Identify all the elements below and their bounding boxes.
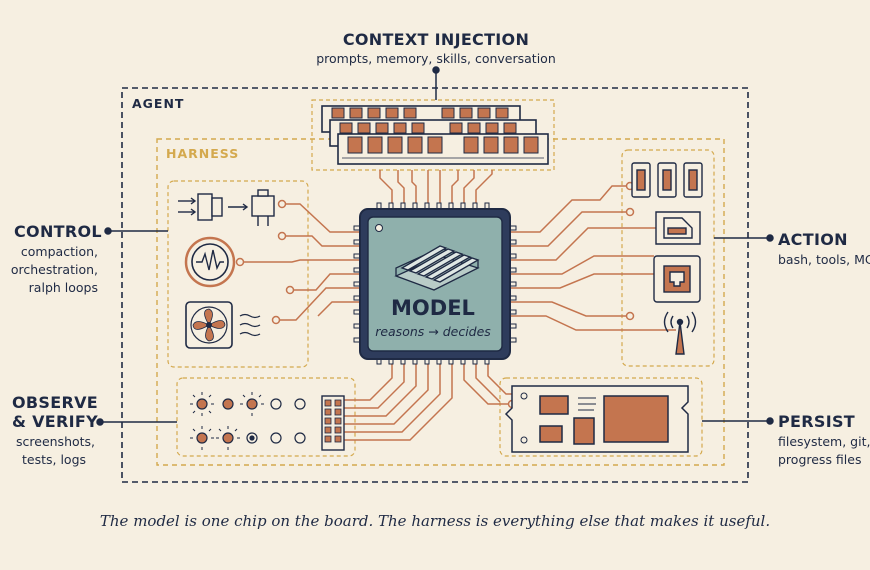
observe-line-2: tests, logs [22, 452, 87, 467]
callout-lines [96, 66, 774, 426]
fan-icon [185, 301, 261, 349]
persist-zone [499, 377, 703, 457]
pin-header-icon [321, 395, 345, 451]
heatsink-icon [394, 245, 480, 291]
ethernet-port-icon [653, 255, 701, 303]
context-injection-title: CONTEXT INJECTION [342, 30, 530, 49]
memory-zone [311, 99, 555, 171]
control-line-2: orchestration, [10, 262, 98, 277]
persist-title: PERSIST [778, 412, 855, 431]
antenna-icon [663, 311, 697, 355]
caption: The model is one chip on the board. The … [99, 512, 771, 530]
copper-traces [240, 170, 676, 441]
persist-line-1: filesystem, git, [778, 434, 870, 449]
observe-zone [176, 377, 356, 457]
ssd-drive-icon [504, 385, 689, 453]
action-zone [621, 149, 715, 367]
action-title: ACTION [778, 230, 848, 249]
relay-icon [178, 189, 275, 226]
observe-title-line-2: & VERIFY [12, 412, 99, 431]
led-indicators [190, 392, 306, 450]
observe-title-line-1: OBSERVE [12, 393, 98, 412]
action-subtitle: bash, tools, MCP [778, 252, 870, 267]
model-title: MODEL [391, 296, 475, 320]
persist-line-2: progress files [778, 452, 862, 467]
control-zone [167, 180, 309, 368]
context-injection-subtitle: prompts, memory, skills, conversation [316, 51, 556, 66]
waveform-gauge-icon [184, 236, 236, 288]
control-title: CONTROL [14, 222, 102, 241]
model-subtitle: reasons → decides [375, 324, 491, 339]
memory-stick-icon [321, 105, 549, 165]
harness-label: HARNESS [166, 146, 240, 161]
agent-frame [121, 87, 749, 483]
usb-port-icons [631, 162, 703, 198]
observe-line-1: screenshots, [16, 434, 96, 449]
control-line-3: ralph loops [28, 280, 98, 295]
control-line-1: compaction, [20, 244, 98, 259]
agent-label: AGENT [132, 96, 185, 111]
sd-card-slot-icon [655, 211, 701, 245]
